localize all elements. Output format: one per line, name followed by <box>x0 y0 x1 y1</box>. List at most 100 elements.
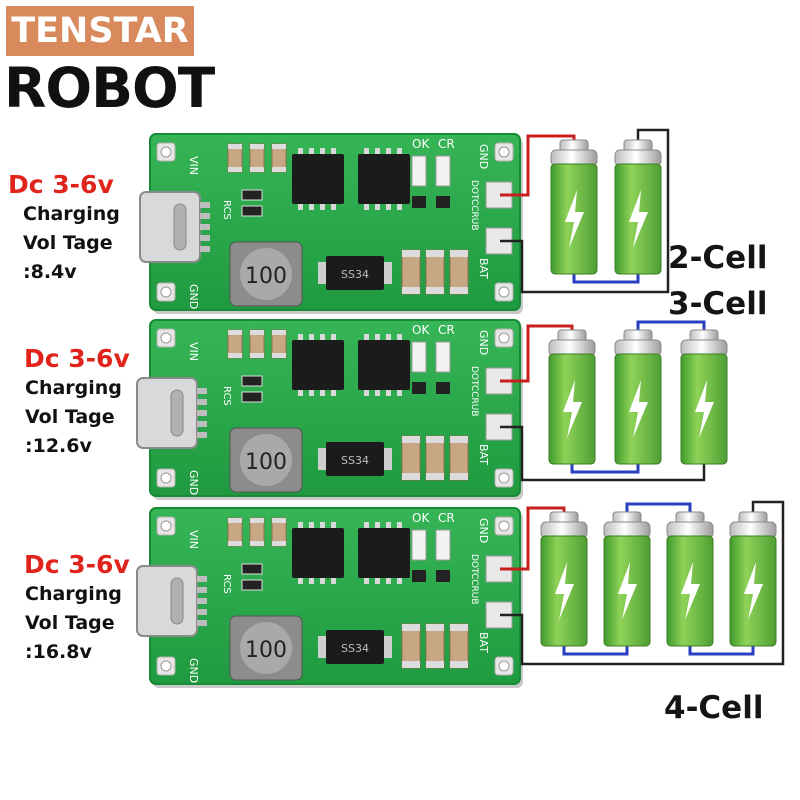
wire-blue-link <box>570 464 640 474</box>
ic-pin <box>331 388 336 396</box>
ic-pin <box>298 576 303 584</box>
cap-terminal <box>402 624 420 631</box>
cap-terminal <box>272 330 286 335</box>
cap-terminal <box>450 287 468 294</box>
silk-gnd-right-label: GND <box>477 144 490 169</box>
cap-terminal <box>228 518 242 523</box>
silk-gnd-left-label: GND <box>187 284 200 309</box>
ic-pin <box>309 388 314 396</box>
ic-pin <box>364 576 369 584</box>
inductor-marking: 100 <box>245 450 287 475</box>
wire-blue-link <box>562 646 629 656</box>
mounting-hole <box>498 332 510 344</box>
diode-lead <box>318 448 326 470</box>
wire-blue-link <box>688 646 755 656</box>
ic-chip <box>292 154 344 204</box>
cell-count-label-4: 4-Cell <box>664 690 764 726</box>
charging-label: Charging <box>25 377 122 399</box>
smd-resistor <box>412 196 426 208</box>
smd-resistor <box>241 391 263 403</box>
voltage-label: Vol Tage <box>25 406 115 428</box>
voltage-label: Vol Tage <box>23 232 113 254</box>
lightning-bolt-icon <box>565 190 584 248</box>
ic-chip <box>358 154 410 204</box>
ic-pin <box>386 522 391 530</box>
diode-marking: SS34 <box>341 454 369 467</box>
mounting-hole <box>160 146 172 158</box>
wire-blue-link <box>636 320 706 330</box>
ic-pin <box>320 576 325 584</box>
cap-terminal <box>250 167 264 172</box>
wire-black <box>500 500 785 666</box>
led-cr <box>435 529 451 561</box>
silk-dotccrub-label: DOTCCRUB <box>469 366 479 417</box>
ic-pin <box>309 576 314 584</box>
usb-pin <box>197 620 207 626</box>
silk-gnd-left-label: GND <box>187 658 200 683</box>
mounting-hole <box>160 472 172 484</box>
usb-pin <box>197 587 207 593</box>
wire-red <box>500 134 576 197</box>
led-ok <box>411 341 427 373</box>
diode-lead <box>318 636 326 658</box>
diode <box>326 630 384 664</box>
spec-board-1: Dc 3-6v Charging Vol Tage :8.4v <box>0 170 140 287</box>
cell-count-label-3: 3-Cell <box>668 286 768 322</box>
charging-label: Charging <box>23 203 120 225</box>
silk-vin-label: VIN <box>187 156 200 175</box>
cap-terminal <box>426 624 444 631</box>
cap-terminal <box>228 541 242 546</box>
cap-terminal <box>426 473 444 480</box>
usb-c-port-icon <box>136 565 198 637</box>
ic-pin <box>298 148 303 156</box>
ic-pin <box>320 388 325 396</box>
battery-cell <box>729 511 777 647</box>
wire-red <box>500 324 574 383</box>
battery-cell <box>548 329 596 465</box>
ic-pin <box>386 576 391 584</box>
ic-pin <box>397 148 402 156</box>
cap-terminal <box>272 541 286 546</box>
charging-label: Charging <box>25 583 122 605</box>
silk-bat-label: BAT <box>477 258 490 279</box>
ic-pin <box>331 148 336 156</box>
usb-pin <box>197 576 207 582</box>
silk-gnd-right-label: GND <box>477 518 490 543</box>
output-voltage-label: :16.8v <box>25 641 92 663</box>
ic-pin <box>397 576 402 584</box>
cap-terminal <box>250 353 264 358</box>
cap-terminal <box>272 518 286 523</box>
ic-pin <box>331 334 336 342</box>
silk-ok-label: OK <box>412 511 430 525</box>
cap-terminal <box>272 167 286 172</box>
lightning-bolt-icon <box>618 562 637 620</box>
ic-pin <box>397 202 402 210</box>
lightning-bolt-icon <box>563 380 582 438</box>
ic-pin <box>386 202 391 210</box>
inductor-core <box>240 434 292 486</box>
cap-terminal <box>450 250 468 257</box>
cap-terminal <box>426 436 444 443</box>
cap-terminal <box>450 661 468 668</box>
silk-cr-label: CR <box>438 511 455 525</box>
lightning-bolt-icon <box>629 380 648 438</box>
input-voltage-label: Dc 3-6v <box>24 344 130 373</box>
cap-terminal <box>402 661 420 668</box>
silk-ok-label: OK <box>412 323 430 337</box>
ic-pin <box>309 202 314 210</box>
usb-pin <box>197 432 207 438</box>
battery-cell <box>666 511 714 647</box>
diode-marking: SS34 <box>341 268 369 281</box>
battery-cell <box>614 329 662 465</box>
cap-terminal <box>228 144 242 149</box>
ic-pin <box>320 202 325 210</box>
wire-blue-link <box>625 502 692 512</box>
ic-pin <box>364 522 369 530</box>
usb-pin <box>200 213 210 219</box>
usb-pin <box>197 399 207 405</box>
battery-cell <box>680 329 728 465</box>
smd-resistor <box>241 189 263 201</box>
ic-chip <box>292 340 344 390</box>
silk-gnd-right-label: GND <box>477 330 490 355</box>
